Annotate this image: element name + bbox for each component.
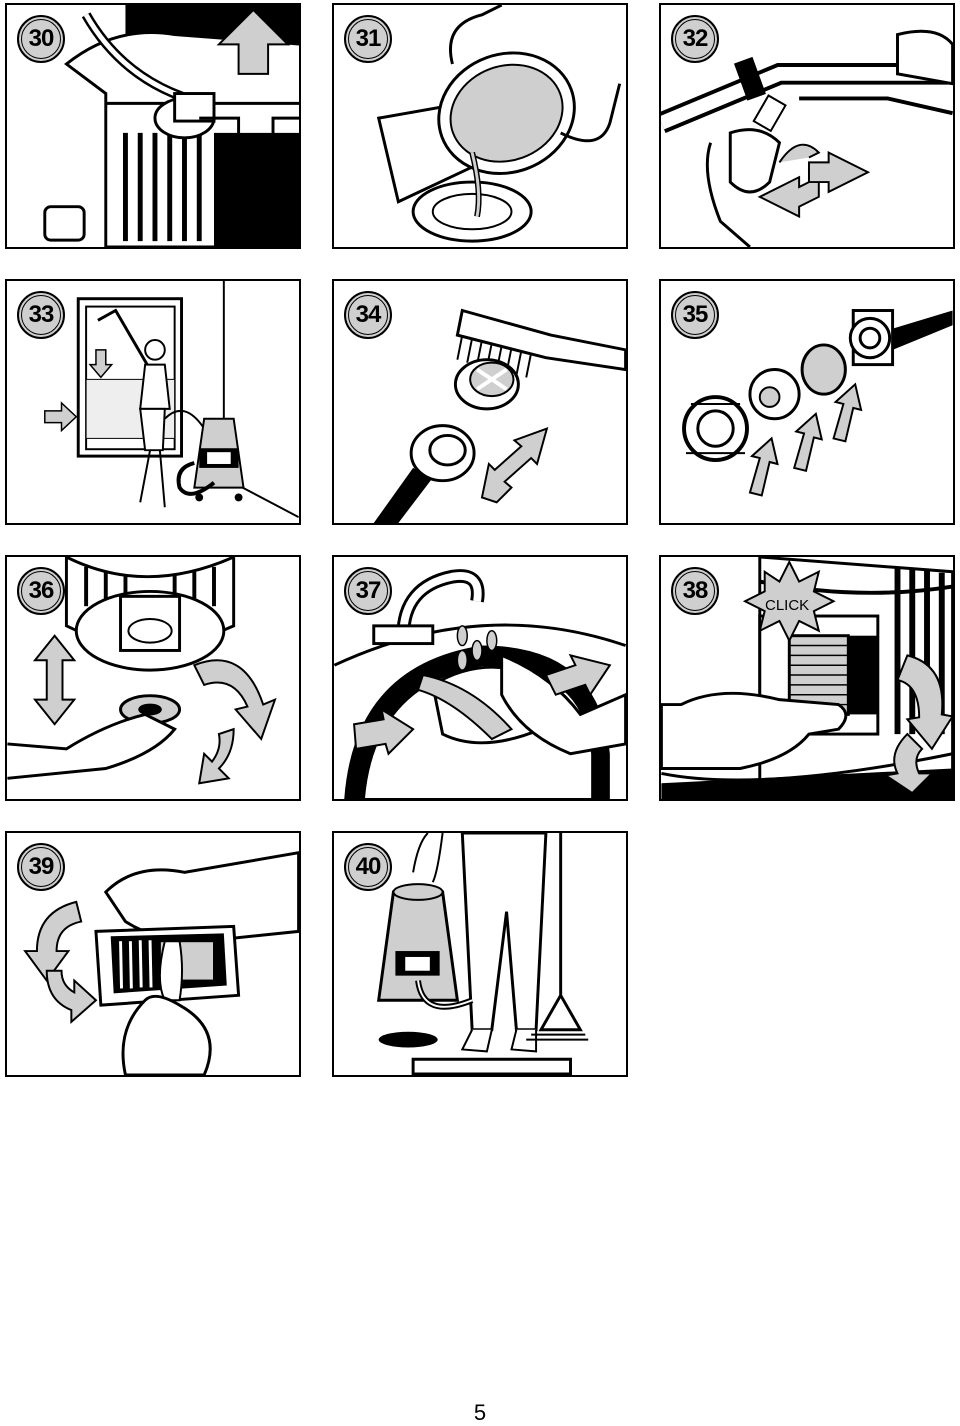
click-label: CLICK <box>765 597 810 614</box>
brush-icon <box>373 308 626 523</box>
hose-icon <box>661 29 953 247</box>
step-number: 39 <box>21 847 61 887</box>
filter-icon <box>800 343 847 396</box>
step-badge: 38 <box>671 567 719 615</box>
container-icon <box>376 5 622 243</box>
step-number: 33 <box>21 295 61 335</box>
filter-frame-icon <box>23 851 299 1075</box>
filter-cap-icon <box>7 557 277 785</box>
step-badge: 35 <box>671 291 719 339</box>
panel-32: 32 <box>659 3 955 249</box>
step-number: 38 <box>675 571 715 611</box>
panel-38: 38 CLICK <box>659 555 955 801</box>
panel-36: 36 <box>5 555 301 801</box>
vacuum-cleaner-icon <box>193 417 245 502</box>
step-badge: 34 <box>344 291 392 339</box>
click-burst-icon <box>742 559 836 643</box>
step-number: 40 <box>348 847 388 887</box>
step-number: 30 <box>21 19 61 59</box>
vacuum-cleaner-icon <box>376 833 589 1075</box>
step-number: 32 <box>675 19 715 59</box>
arrow-up-icon <box>216 8 291 75</box>
arrow-diagonal-double-icon <box>480 426 549 504</box>
step-badge: 39 <box>17 843 65 891</box>
arrow-vertical-double-icon <box>32 634 77 726</box>
person-legs-icon <box>460 833 548 1032</box>
step-badge: 32 <box>671 15 719 63</box>
panel-30: 30 <box>5 3 301 249</box>
arrow-rotate-icon <box>23 900 83 983</box>
arrow-right-icon <box>353 707 415 756</box>
panel-31: 31 <box>332 3 628 249</box>
panel-35: 35 <box>659 279 955 525</box>
nut-icon <box>682 309 953 497</box>
panel-33: 33 <box>5 279 301 525</box>
arrow-up-right-icon <box>748 436 779 497</box>
step-number: 37 <box>348 571 388 611</box>
panel-37: 37 <box>332 555 628 801</box>
arrows-left-right-icon <box>757 143 871 219</box>
step-badge: 37 <box>344 567 392 615</box>
squeegee-icon <box>538 833 583 1032</box>
step-number: 34 <box>348 295 388 335</box>
arrow-rotate-icon <box>896 654 953 751</box>
step-number: 36 <box>21 571 61 611</box>
step-number: 35 <box>675 295 715 335</box>
arrow-right-icon <box>44 401 78 433</box>
panel-39: 39 <box>5 831 301 1077</box>
step-badge: 31 <box>344 15 392 63</box>
panel-34: 34 <box>332 279 628 525</box>
step-badge: 33 <box>17 291 65 339</box>
page-number: 5 <box>473 1400 487 1425</box>
step-badge: 36 <box>17 567 65 615</box>
step-number: 31 <box>348 19 388 59</box>
step-badge: 30 <box>17 15 65 63</box>
arrow-rotate-icon <box>192 659 277 741</box>
filter-cartridge-icon <box>661 557 953 799</box>
step-badge: 40 <box>344 843 392 891</box>
plug-icon <box>43 5 299 247</box>
sink-icon <box>334 569 626 799</box>
filter-icon <box>453 358 520 411</box>
panel-40: 40 <box>332 831 628 1077</box>
woman-cleaning-window-icon <box>44 281 299 518</box>
